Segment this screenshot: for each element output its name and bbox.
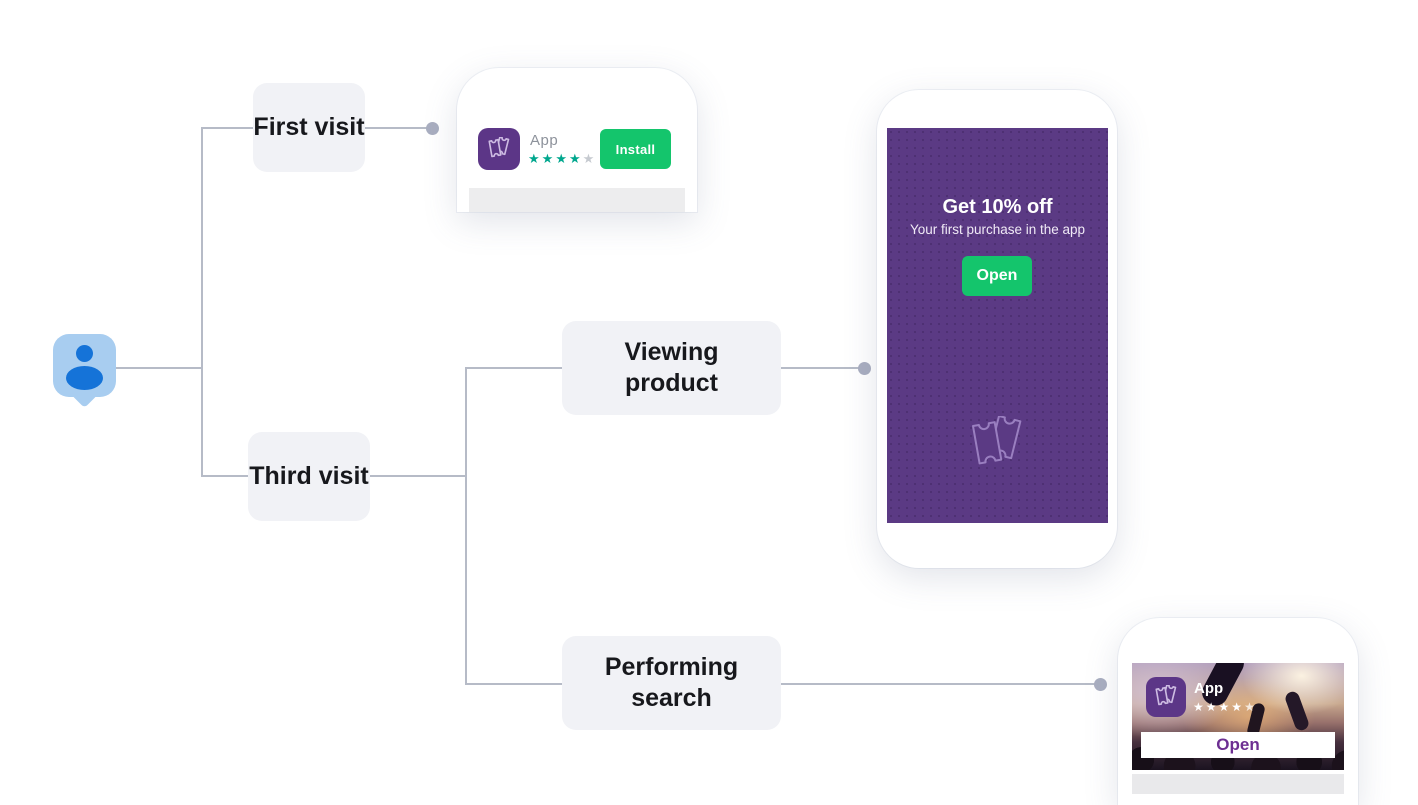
- endpoint-dot-performing-search: [1094, 678, 1107, 691]
- app-name: App: [530, 132, 559, 149]
- star-icon: ★: [528, 151, 542, 166]
- connector-start: [116, 367, 202, 369]
- star-icon: ★: [555, 151, 569, 166]
- node-viewing-product[interactable]: Viewing product: [562, 321, 781, 415]
- node-third-visit[interactable]: Third visit: [248, 432, 370, 521]
- node-first-visit[interactable]: First visit: [253, 83, 365, 172]
- star-icon: ★: [568, 151, 583, 166]
- rating-stars: ★★★★★: [1193, 700, 1257, 714]
- connector-branch-vertical-2: [465, 367, 467, 685]
- content-placeholder-bar: [1132, 774, 1344, 794]
- concert-photo: App ★★★★★ Open: [1132, 663, 1344, 770]
- node-third-visit-label: Third visit: [249, 462, 369, 490]
- user-icon: [53, 334, 116, 408]
- tickets-icon: [488, 137, 510, 158]
- endpoint-dot-first-visit: [426, 122, 439, 135]
- open-button[interactable]: Open: [962, 256, 1032, 296]
- rating-stars: ★★★★★: [528, 151, 596, 167]
- node-performing-search[interactable]: Performing search: [562, 636, 781, 730]
- offer-subtitle: Your first purchase in the app: [909, 222, 1086, 237]
- node-performing-search-label: Performing search: [604, 653, 739, 712]
- connector-performing-search: [465, 683, 1100, 685]
- offer-title: Get 10% off: [942, 196, 1053, 218]
- phone-offer-screen: Get 10% off Your first purchase in the a…: [877, 90, 1117, 568]
- star-icon: ★: [1193, 700, 1206, 714]
- star-icon: ★: [1218, 700, 1232, 714]
- star-icon: ★: [1231, 700, 1245, 714]
- content-placeholder-bar: [469, 188, 685, 212]
- star-icon: ★: [582, 151, 597, 166]
- app-name: App: [1194, 680, 1224, 697]
- endpoint-dot-viewing-product: [858, 362, 871, 375]
- tickets-icon: [1155, 685, 1177, 706]
- install-button[interactable]: Install: [600, 129, 671, 169]
- node-first-visit-label: First visit: [253, 113, 365, 141]
- app-ticket-icon: [1146, 677, 1186, 717]
- app-ticket-icon: [478, 128, 520, 170]
- tickets-icon: [965, 415, 1029, 479]
- open-button[interactable]: Open: [1141, 732, 1335, 758]
- user-body: [66, 366, 103, 390]
- connector-branch-vertical-1: [201, 127, 203, 477]
- silhouette-arm: [1283, 689, 1311, 733]
- star-icon: ★: [1244, 700, 1257, 714]
- node-viewing-product-label: Viewing product: [624, 338, 719, 397]
- star-icon: ★: [541, 151, 556, 166]
- user-head: [76, 345, 93, 362]
- phone-event-banner: App ★★★★★ Open: [1118, 618, 1358, 805]
- star-icon: ★: [1205, 700, 1219, 714]
- phone-store-listing: App ★★★★★ Install: [457, 68, 697, 212]
- offer-screen: Get 10% off Your first purchase in the a…: [887, 128, 1108, 523]
